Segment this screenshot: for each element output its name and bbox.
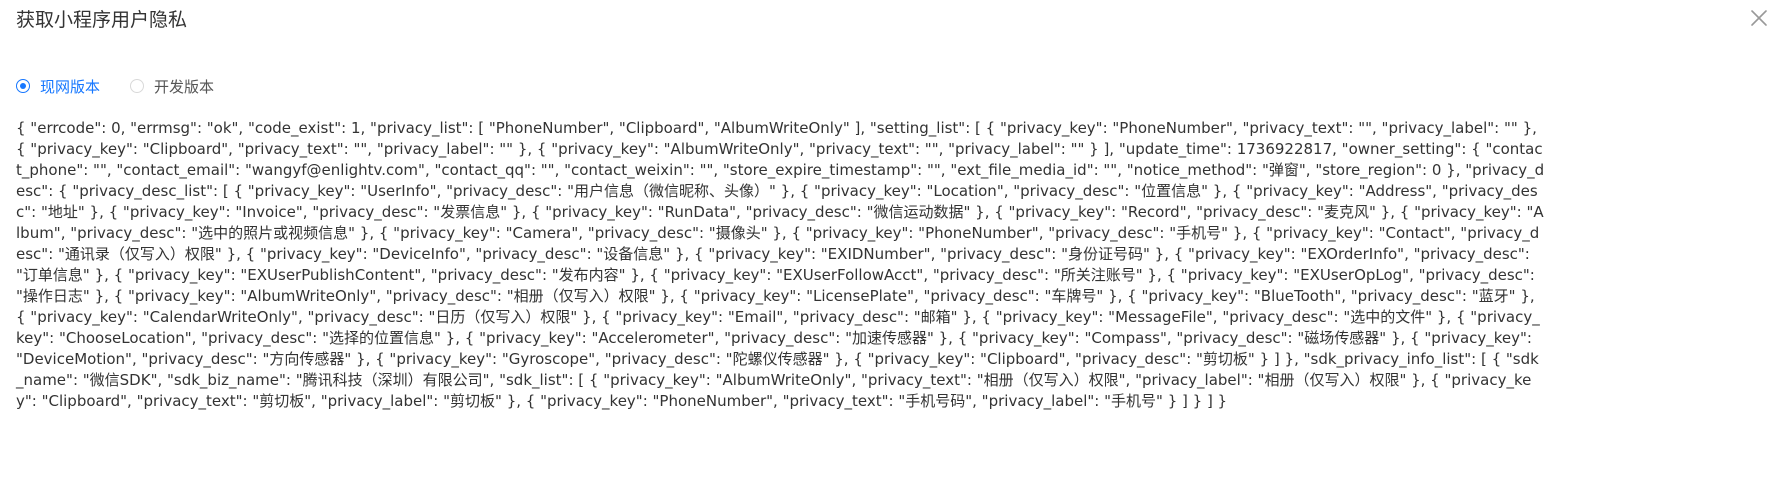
version-radio-group: 现网版本 开发版本 bbox=[16, 76, 244, 96]
radio-unchecked-icon bbox=[130, 79, 145, 93]
radio-live-version[interactable]: 现网版本 bbox=[16, 76, 100, 97]
privacy-response-text: { "errcode": 0, "errmsg": "ok", "code_ex… bbox=[16, 119, 1545, 410]
close-icon[interactable] bbox=[1750, 9, 1768, 27]
dialog-title: 获取小程序用户隐私 bbox=[16, 9, 188, 31]
radio-dev-version[interactable]: 开发版本 bbox=[130, 76, 214, 97]
radio-checked-icon bbox=[16, 79, 30, 93]
radio-dev-version-label: 开发版本 bbox=[154, 77, 215, 96]
radio-live-version-label: 现网版本 bbox=[40, 77, 101, 96]
